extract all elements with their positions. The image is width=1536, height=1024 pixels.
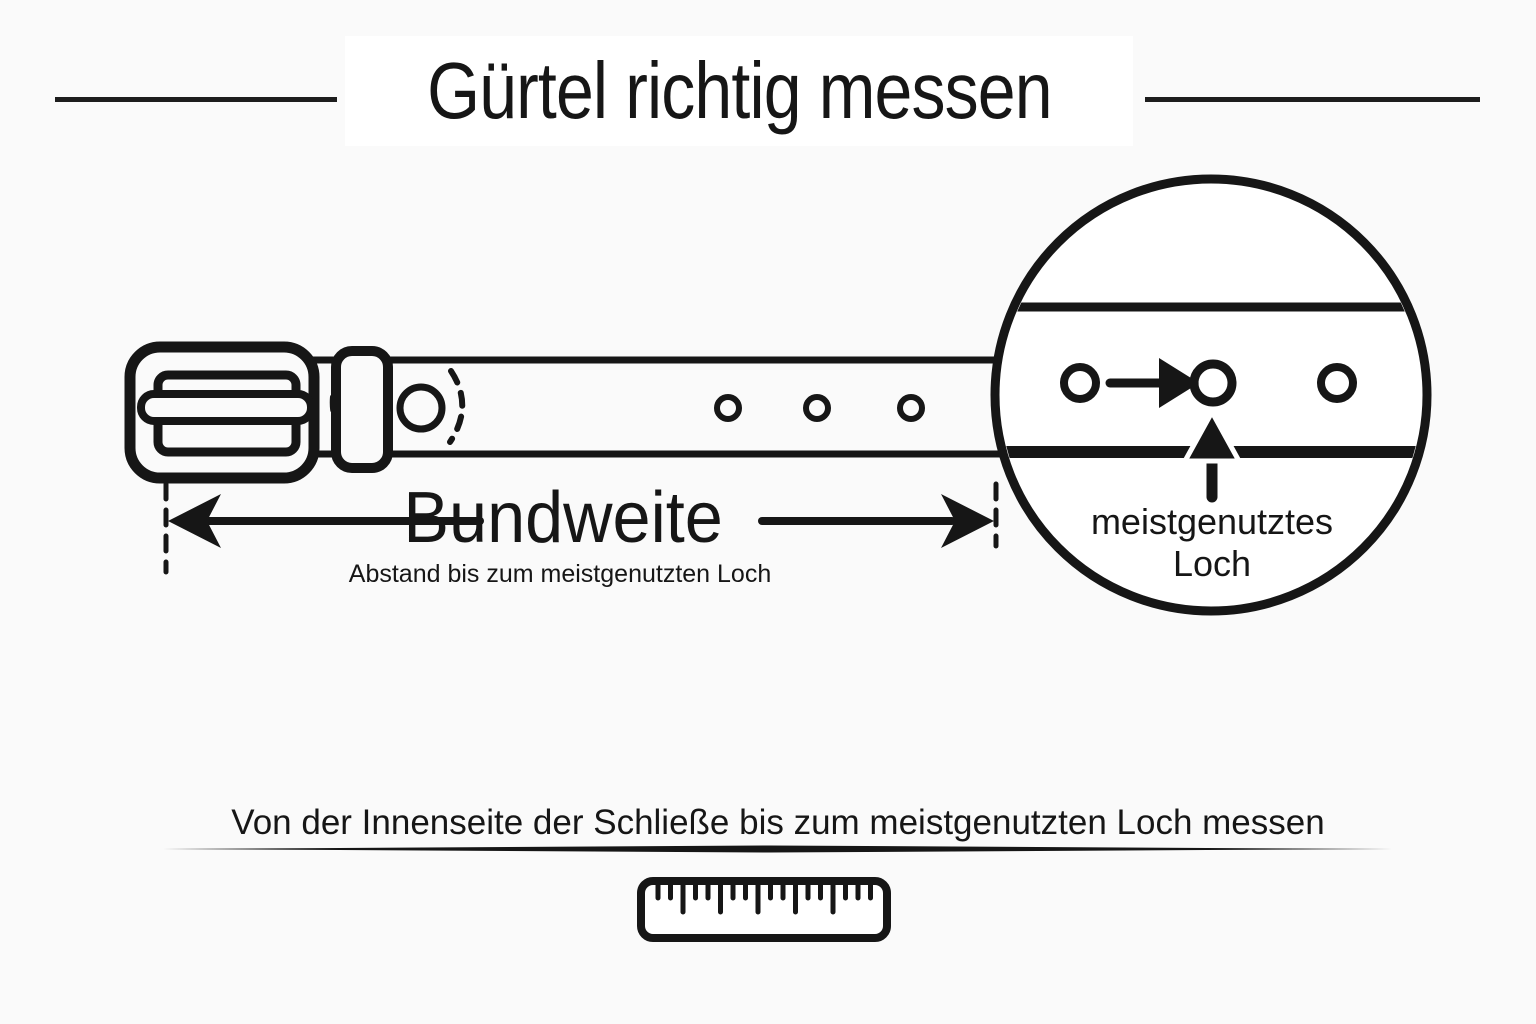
belt-illustration: [124, 341, 1020, 484]
page-title: Gürtel richtig messen: [426, 46, 1052, 135]
ruler-icon: [637, 877, 891, 942]
magnifier-circle: [990, 174, 1432, 616]
buckle-prong: [137, 390, 315, 425]
magnifier-caption: meistgenutztes Loch: [1037, 501, 1387, 585]
belt-fold-dashed-arc-right: [447, 368, 466, 445]
title-box: Gürtel richtig messen: [345, 36, 1133, 146]
hole-up-arrow: [1180, 406, 1244, 503]
belt-strap: [294, 356, 1020, 458]
belt-keeper-loop: [331, 346, 393, 473]
belt-hole-large: [396, 383, 446, 433]
magnifier-caption-line2: Loch: [1172, 543, 1252, 584]
belt-holes: [714, 394, 925, 422]
measurement-annotation: [163, 481, 999, 575]
belt-buckle: [124, 341, 320, 484]
measure-arrow-left: [168, 494, 484, 548]
measure-label: Bundweite: [403, 478, 723, 558]
title-rule-left: [55, 97, 337, 102]
footer-divider-line: [163, 845, 1392, 853]
magnifier-caption-line1: meistgenutztes: [1090, 501, 1334, 542]
hole-pointer-arrow: [1105, 358, 1199, 408]
measure-note: Abstand bis zum meistgenutzten Loch: [348, 560, 772, 588]
footer-instruction: Von der Innenseite der Schließe bis zum …: [231, 803, 1325, 842]
measure-arrow-right: [758, 494, 994, 548]
title-rule-right: [1145, 97, 1480, 102]
